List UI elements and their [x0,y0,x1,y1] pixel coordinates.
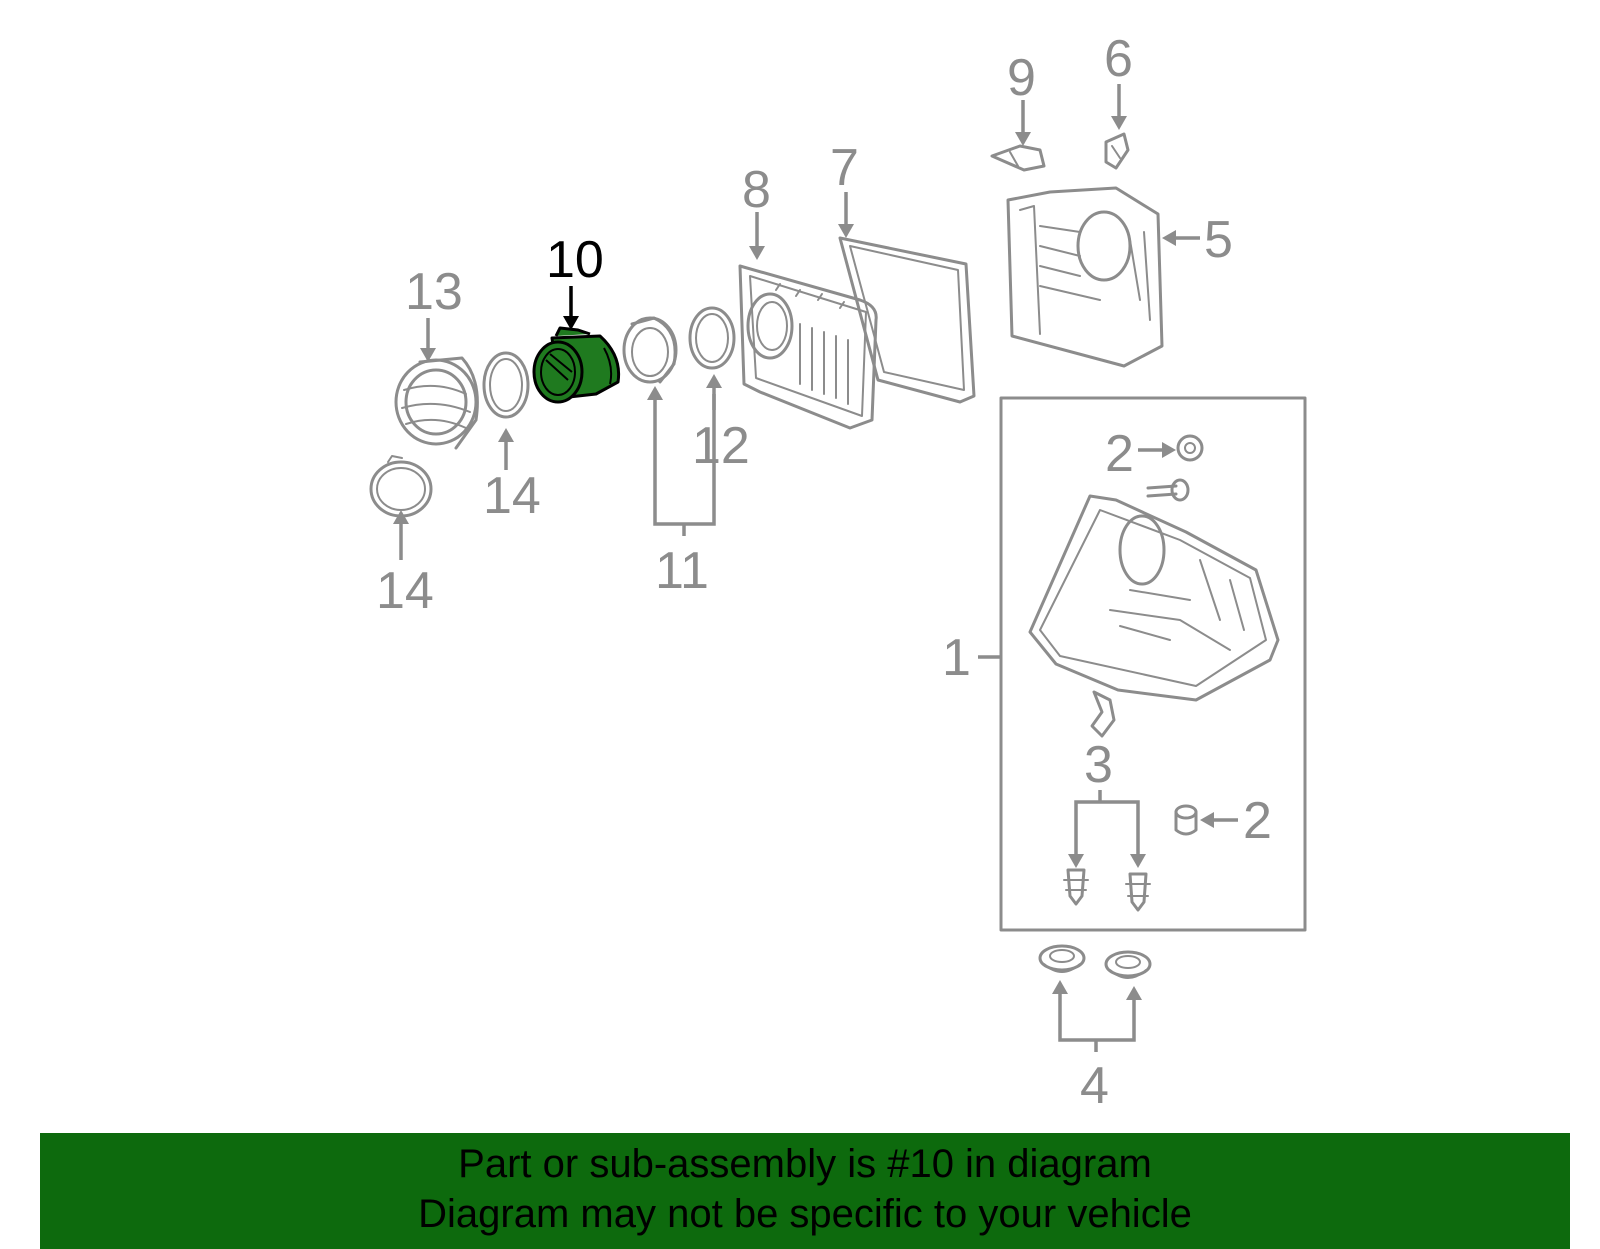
arrowhead-5 [1162,230,1176,246]
arrowhead-12 [706,374,722,388]
callout-13: 13 [405,263,463,321]
arrowhead-2-lower [1200,812,1214,828]
callout-7: 7 [830,139,859,197]
part-7-air-filter[interactable] [838,236,976,404]
arrowhead-4-left [1052,980,1068,994]
arrowhead-6 [1111,116,1127,130]
arrowhead-3-left [1068,854,1084,868]
callout-9: 9 [1007,49,1036,107]
part-4-grommet-left[interactable] [1038,944,1086,973]
part-1-lower-housing[interactable] [1028,494,1280,702]
banner-line-disclaimer: Diagram may not be specific to your vehi… [418,1192,1192,1236]
part-8-air-cleaner-cover[interactable] [738,264,878,430]
arrowhead-3-right [1130,854,1146,868]
part-3-push-pin-right[interactable] [1125,872,1151,912]
callout-12: 12 [692,417,750,475]
part-2-grommet-lower[interactable] [1174,804,1198,836]
callout-14-upper: 14 [483,467,541,525]
part-14-clamp-upper[interactable] [482,351,530,419]
callout-10: 10 [546,231,604,289]
part-12-clamp[interactable] [688,306,736,370]
arrowhead-10 [563,316,579,330]
arrowhead-11-left [647,386,663,400]
arrowhead-2-upper [1162,442,1176,458]
part-info-banner: Part or sub-assembly is #10 in diagram D… [40,1133,1570,1249]
part-6-clip[interactable] [1104,132,1130,170]
part-10-mass-air-flow-sensor[interactable] [532,326,621,404]
callout-11: 11 [655,542,709,600]
part-14-clamp-lower[interactable] [369,455,433,518]
part-2-grommet-upper[interactable] [1176,434,1204,462]
callout-5: 5 [1204,211,1233,269]
part-3-push-pin-left[interactable] [1063,868,1089,906]
arrowhead-4-right [1126,986,1142,1000]
callout-2-upper: 2 [1105,425,1134,483]
part-11-coupler[interactable] [622,316,678,384]
arrowhead-7 [838,224,854,238]
callout-2-lower: 2 [1243,792,1272,850]
part-3-insulator[interactable] [1090,690,1116,738]
callout-6: 6 [1104,30,1133,88]
callout-14-lower: 14 [376,562,434,620]
leader-3 [1074,800,1140,858]
part-5-upper-housing[interactable] [1006,186,1164,368]
arrowhead-8 [749,246,765,260]
arrowhead-13 [420,348,436,362]
leader-4 [1058,990,1136,1042]
arrowhead-9 [1015,132,1031,146]
part-13-intake-duct[interactable] [394,356,479,450]
callout-1: 1 [942,629,971,687]
callout-3: 3 [1084,736,1113,794]
part-4-grommet-right[interactable] [1104,950,1152,979]
part-bolt[interactable] [1146,478,1190,502]
banner-line-part-number: Part or sub-assembly is #10 in diagram [458,1142,1152,1186]
part-1-group-box [999,396,1307,932]
callout-4: 4 [1080,1057,1109,1115]
arrowhead-14-lower [393,510,409,524]
part-9-clip[interactable] [990,144,1046,172]
arrowhead-14-upper [498,428,514,442]
callout-8: 8 [742,161,771,219]
